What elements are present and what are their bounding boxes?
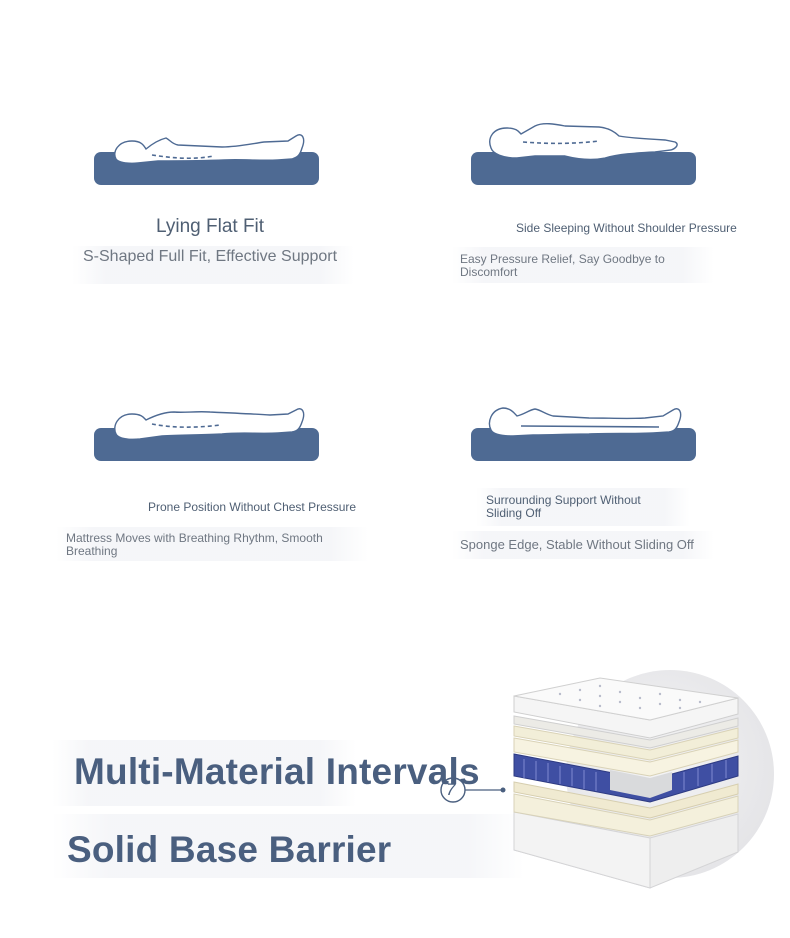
layer-callout: 7 [438,775,508,805]
feature-heading-base: Solid Base Barrier [67,829,392,870]
edge-lying-figure-icon [469,402,699,464]
position-desc: Sponge Edge, Stable Without Sliding Off [460,537,694,552]
position-title: Prone Position Without Chest Pressure [148,500,357,514]
position-title: Side Sleeping Without Shoulder Pressure [516,221,737,235]
side-lying-figure-icon [469,118,699,188]
position-desc: S-Shaped Full Fit, Effective Support [83,248,338,265]
prone-figure-icon [92,404,322,464]
feature-heading-intervals: Multi-Material Intervals [74,751,480,792]
callout-number: 7 [446,780,456,799]
feature-backdrop [52,740,356,806]
feature-backdrop [52,814,524,878]
position-desc: Mattress Moves with Breathing Rhythm, Sm… [66,531,323,558]
title-backdrop [476,488,690,526]
position-title: Surrounding Support Without Sliding Off [486,493,641,520]
mattress-layers-image [500,662,780,898]
desc-backdrop [56,527,368,561]
position-desc: Easy Pressure Relief, Say Goodbye to Dis… [460,252,665,279]
position-title: Lying Flat Fit [156,216,265,237]
back-lying-figure-icon [92,128,322,188]
desc-backdrop [72,246,354,284]
desc-backdrop [452,531,714,559]
desc-backdrop [452,247,714,283]
